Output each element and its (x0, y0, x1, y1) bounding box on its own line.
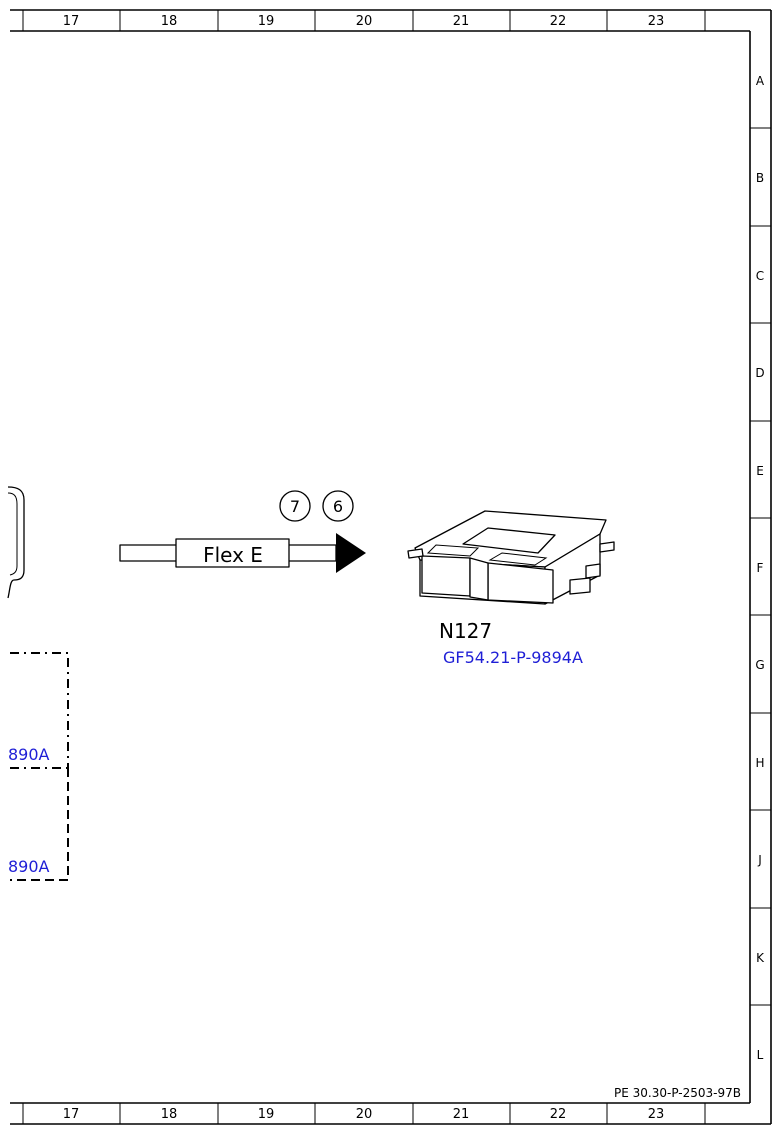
row-label: B (756, 171, 764, 185)
row-label: J (757, 853, 762, 867)
col-label-top: 19 (258, 14, 275, 29)
row-label: L (757, 1048, 764, 1062)
col-label-bottom: 19 (258, 1107, 275, 1122)
control-unit-icon (407, 510, 615, 605)
row-label: D (755, 366, 764, 380)
col-label-top: 21 (453, 14, 470, 29)
flex-e-bus: Flex E (119, 533, 366, 573)
row-label: G (755, 658, 764, 672)
col-label-bottom: 22 (550, 1107, 567, 1122)
col-label-bottom: 20 (356, 1107, 373, 1122)
arrow-head-icon (336, 533, 366, 573)
col-label-top: 23 (648, 14, 665, 29)
document-reference: PE 30.30-P-2503-97B (614, 1086, 741, 1100)
svg-text:7: 7 (290, 497, 300, 516)
row-label: H (755, 756, 764, 770)
row-label: C (756, 269, 764, 283)
dashed-component-box-lower (10, 768, 69, 881)
col-label-top: 17 (63, 14, 80, 29)
svg-text:6: 6 (333, 497, 343, 516)
col-label-top: 22 (550, 14, 567, 29)
left-reference-link-1[interactable]: 890A (8, 745, 50, 764)
row-label: E (756, 464, 764, 478)
component-reference-link[interactable]: GF54.21-P-9894A (443, 648, 583, 667)
left-reference-link-2[interactable]: 890A (8, 857, 50, 876)
col-label-bottom: 18 (161, 1107, 178, 1122)
partial-component-outline (7, 486, 25, 599)
connector-circle-7: 7 (279, 490, 311, 522)
bus-label: Flex E (203, 543, 263, 567)
top-column-ruler: 17 18 19 20 21 22 23 (22, 10, 706, 31)
right-row-ruler: A B C D E F G H J K L (750, 74, 771, 1062)
row-label: F (757, 561, 764, 575)
col-label-top: 20 (356, 14, 373, 29)
connector-circle-6: 6 (322, 490, 354, 522)
component-code: N127 (439, 619, 492, 643)
col-label-bottom: 21 (453, 1107, 470, 1122)
row-label: A (756, 74, 765, 88)
bus-label-box (175, 538, 290, 568)
dashed-component-box-upper (10, 652, 69, 769)
col-label-bottom: 17 (63, 1107, 80, 1122)
col-label-bottom: 23 (648, 1107, 665, 1122)
col-label-top: 18 (161, 14, 178, 29)
bottom-column-ruler: 17 18 19 20 21 22 23 (22, 1103, 706, 1124)
row-label: K (756, 951, 765, 965)
